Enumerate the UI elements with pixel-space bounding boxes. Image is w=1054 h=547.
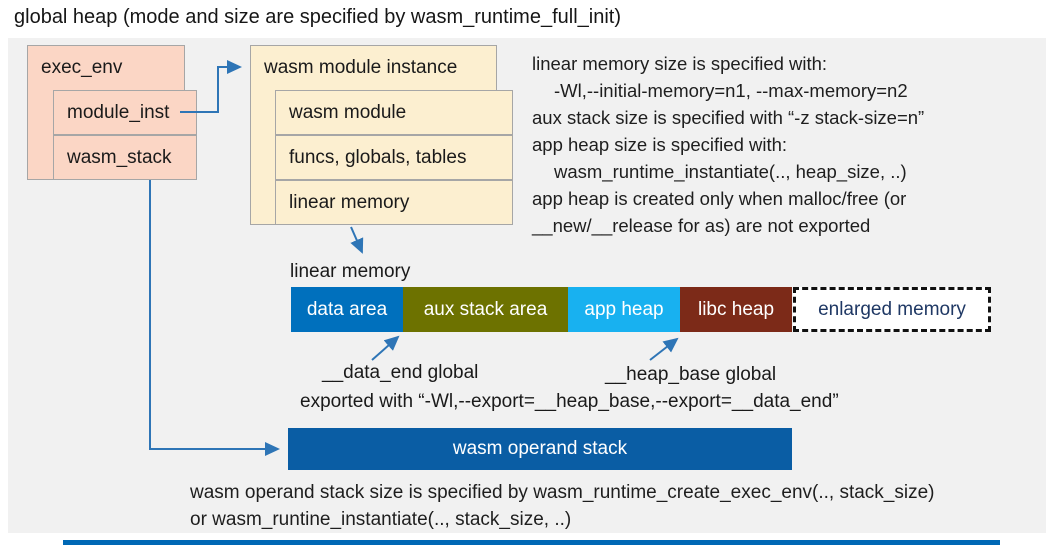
exec-env-header: exec_env: [41, 56, 123, 78]
note-line: __new/__release for as) are not exported: [532, 215, 871, 236]
segment-aux-stack-area: aux stack area: [403, 287, 568, 332]
module-instance-row-wasm-module: wasm module: [275, 90, 513, 135]
note-line: app heap size is specified with:: [532, 134, 788, 155]
segment-enlarged-memory: enlarged memory: [793, 287, 991, 332]
note-line: aux stack size is specified with “-z sta…: [532, 107, 925, 128]
page-title: global heap (mode and size are specified…: [14, 6, 621, 28]
footer-note-line1: wasm operand stack size is specified by …: [190, 482, 935, 503]
linear-memory-label: linear memory: [290, 261, 411, 282]
footer-note: wasm operand stack size is specified by …: [190, 479, 935, 533]
module-instance-row-funcs-globals: funcs, globals, tables: [275, 135, 513, 180]
exec-env-row-wasm-stack: wasm_stack: [53, 135, 197, 180]
wasm-operand-stack-bar: wasm operand stack: [288, 428, 792, 470]
heap-base-global-label: __heap_base global: [605, 364, 777, 385]
footer-accent-line: [63, 540, 1000, 545]
data-end-global-label: __data_end global: [322, 362, 479, 383]
notes-block: linear memory size is specified with: -W…: [532, 50, 924, 239]
segment-data-area: data area: [291, 287, 403, 332]
segment-libc-heap: libc heap: [680, 287, 792, 332]
note-line: -Wl,--initial-memory=n1, --max-memory=n2: [554, 80, 908, 101]
exec-env-row-module-inst: module_inst: [53, 90, 197, 135]
note-line: wasm_runtime_instantiate(.., heap_size, …: [554, 161, 907, 182]
footer-note-line2: or wasm_runtine_instantiate(.., stack_si…: [190, 509, 572, 530]
module-instance-header: wasm module instance: [264, 56, 458, 78]
segment-app-heap: app heap: [568, 287, 680, 332]
module-instance-row-linear-memory: linear memory: [275, 180, 513, 225]
export-flags-label: exported with “-Wl,--export=__heap_base,…: [300, 391, 839, 412]
note-line: linear memory size is specified with:: [532, 53, 828, 74]
note-line: app heap is created only when malloc/fre…: [532, 188, 907, 209]
